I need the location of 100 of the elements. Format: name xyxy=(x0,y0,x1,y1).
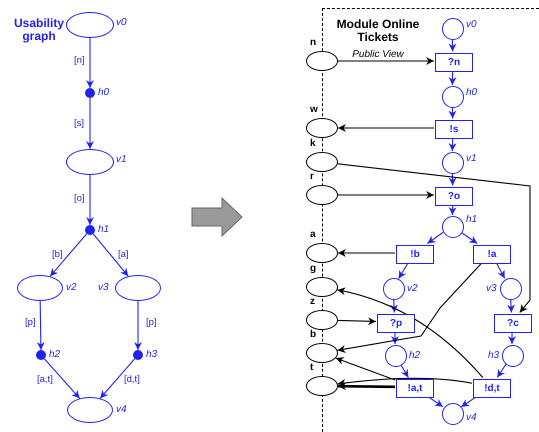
node-label: v1 xyxy=(116,154,127,165)
arrow xyxy=(44,358,80,399)
place-circle xyxy=(442,152,464,174)
arrow xyxy=(134,301,142,350)
arrow xyxy=(86,38,94,88)
node-label: a xyxy=(310,229,316,240)
arrow xyxy=(427,232,444,244)
place-circle xyxy=(442,403,464,425)
node-label: r xyxy=(310,171,314,182)
arrow xyxy=(100,358,136,399)
edge-label: [n] xyxy=(74,55,85,66)
transition-box: ?o xyxy=(435,186,473,206)
state-ellipse xyxy=(306,310,338,330)
transition-box: !s xyxy=(435,120,473,138)
arrow xyxy=(338,249,395,257)
node-label: z xyxy=(310,296,315,307)
arrow xyxy=(337,262,483,353)
node-label: h3 xyxy=(488,350,500,361)
arrow xyxy=(336,357,396,380)
node-label: b xyxy=(310,329,316,340)
state-ellipse xyxy=(306,277,338,297)
transition-box: ?c xyxy=(494,314,532,332)
arrow xyxy=(448,172,456,186)
state-ellipse xyxy=(306,376,338,396)
arrow xyxy=(390,298,398,313)
state-ellipse xyxy=(17,275,63,301)
edge-label: [a] xyxy=(118,249,129,260)
arrow xyxy=(496,262,506,279)
state-ellipse xyxy=(66,149,114,175)
arrow xyxy=(460,232,478,244)
arrow xyxy=(448,106,456,119)
arrow xyxy=(50,233,88,277)
node-label: v2 xyxy=(407,283,418,294)
place-circle xyxy=(385,345,407,367)
arrow xyxy=(338,57,434,65)
transition-box: !a,t xyxy=(396,378,434,398)
arrow xyxy=(86,175,94,225)
arrow xyxy=(338,382,396,390)
state-ellipse xyxy=(306,185,338,205)
arrow xyxy=(496,364,506,378)
node-label: v1 xyxy=(466,153,477,164)
arrow xyxy=(448,38,456,52)
state-ellipse xyxy=(306,51,338,71)
node-label: v4 xyxy=(116,404,127,415)
node-label: v0 xyxy=(116,17,127,28)
arrow xyxy=(460,396,478,408)
state-dot xyxy=(85,225,95,235)
node-label: h0 xyxy=(98,87,110,98)
arrow xyxy=(448,137,457,152)
state-ellipse xyxy=(306,343,338,363)
place-circle xyxy=(502,345,524,367)
state-ellipse xyxy=(306,152,338,172)
transition-box: ?n xyxy=(435,52,473,72)
node-label: w xyxy=(310,104,318,115)
edge-label: [p] xyxy=(25,317,36,328)
node-label: v0 xyxy=(466,19,477,30)
state-dot xyxy=(85,88,95,98)
arrow xyxy=(400,364,409,378)
state-ellipse xyxy=(306,118,338,138)
edge-label: [b] xyxy=(52,249,63,260)
edge-label: [o] xyxy=(74,193,85,204)
edge-label: [p] xyxy=(146,317,157,328)
state-ellipse xyxy=(115,275,161,301)
transition-box: !a xyxy=(473,244,511,264)
place-circle xyxy=(383,278,405,300)
state-ellipse xyxy=(306,243,338,263)
place-circle xyxy=(442,216,464,238)
state-ellipse xyxy=(66,12,114,38)
edge-label: [s] xyxy=(74,118,84,129)
arrow xyxy=(428,396,444,408)
arrow xyxy=(36,301,45,350)
state-ellipse xyxy=(67,397,113,423)
arrow xyxy=(448,204,457,216)
arrow xyxy=(92,234,129,277)
node-label: h3 xyxy=(146,349,158,360)
node-label: t xyxy=(310,362,314,373)
place-circle xyxy=(442,86,464,108)
state-dot xyxy=(36,350,46,360)
node-label: h1 xyxy=(466,214,478,225)
graph-title: Usability graph xyxy=(12,17,65,43)
arrow xyxy=(338,191,434,199)
edge-label: [d,t] xyxy=(124,374,140,385)
node-label: n xyxy=(310,37,316,48)
transition-box: !d,t xyxy=(473,378,511,398)
view-subtitle: Public View xyxy=(351,49,406,60)
node-label: v3 xyxy=(98,282,109,293)
arrow xyxy=(391,332,399,344)
node-label: g xyxy=(310,263,316,274)
node-label: v2 xyxy=(66,282,77,293)
node-label: k xyxy=(310,138,316,149)
node-label: v3 xyxy=(486,283,497,294)
transition-box: !b xyxy=(396,244,434,264)
place-circle xyxy=(442,18,464,40)
state-dot xyxy=(133,350,143,360)
module-title: Module Online Tickets xyxy=(336,18,420,44)
place-circle xyxy=(500,278,522,300)
arrow xyxy=(398,262,409,279)
node-label: h2 xyxy=(409,350,420,361)
transition-box: ?p xyxy=(377,314,415,332)
node-label: v4 xyxy=(466,412,477,423)
